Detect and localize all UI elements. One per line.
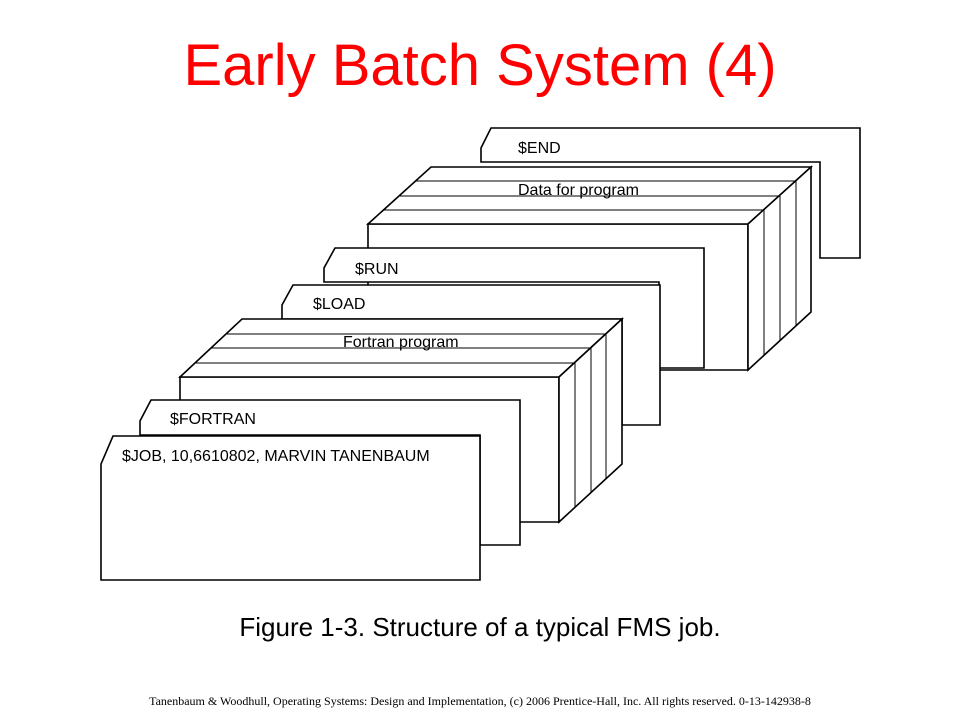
- deck-data-for-program-label: Data for program: [518, 182, 639, 199]
- card-job-label: $JOB, 10,6610802, MARVIN TANENBAUM: [122, 448, 430, 465]
- card-load-label: $LOAD: [313, 296, 365, 313]
- card-end: $END: [480, 127, 861, 259]
- slide-title: Early Batch System (4): [183, 33, 777, 98]
- card-job: $JOB, 10,6610802, MARVIN TANENBAUM: [100, 435, 481, 581]
- card-fortran-label: $FORTRAN: [170, 411, 256, 428]
- copyright-footer: Tanenbaum & Woodhull, Operating Systems:…: [149, 694, 811, 708]
- deck-fortran-program-label: Fortran program: [343, 334, 459, 351]
- figure-caption: Figure 1-3. Structure of a typical FMS j…: [239, 612, 721, 642]
- card-end-label: $END: [518, 140, 561, 157]
- card-run-label: $RUN: [355, 261, 399, 278]
